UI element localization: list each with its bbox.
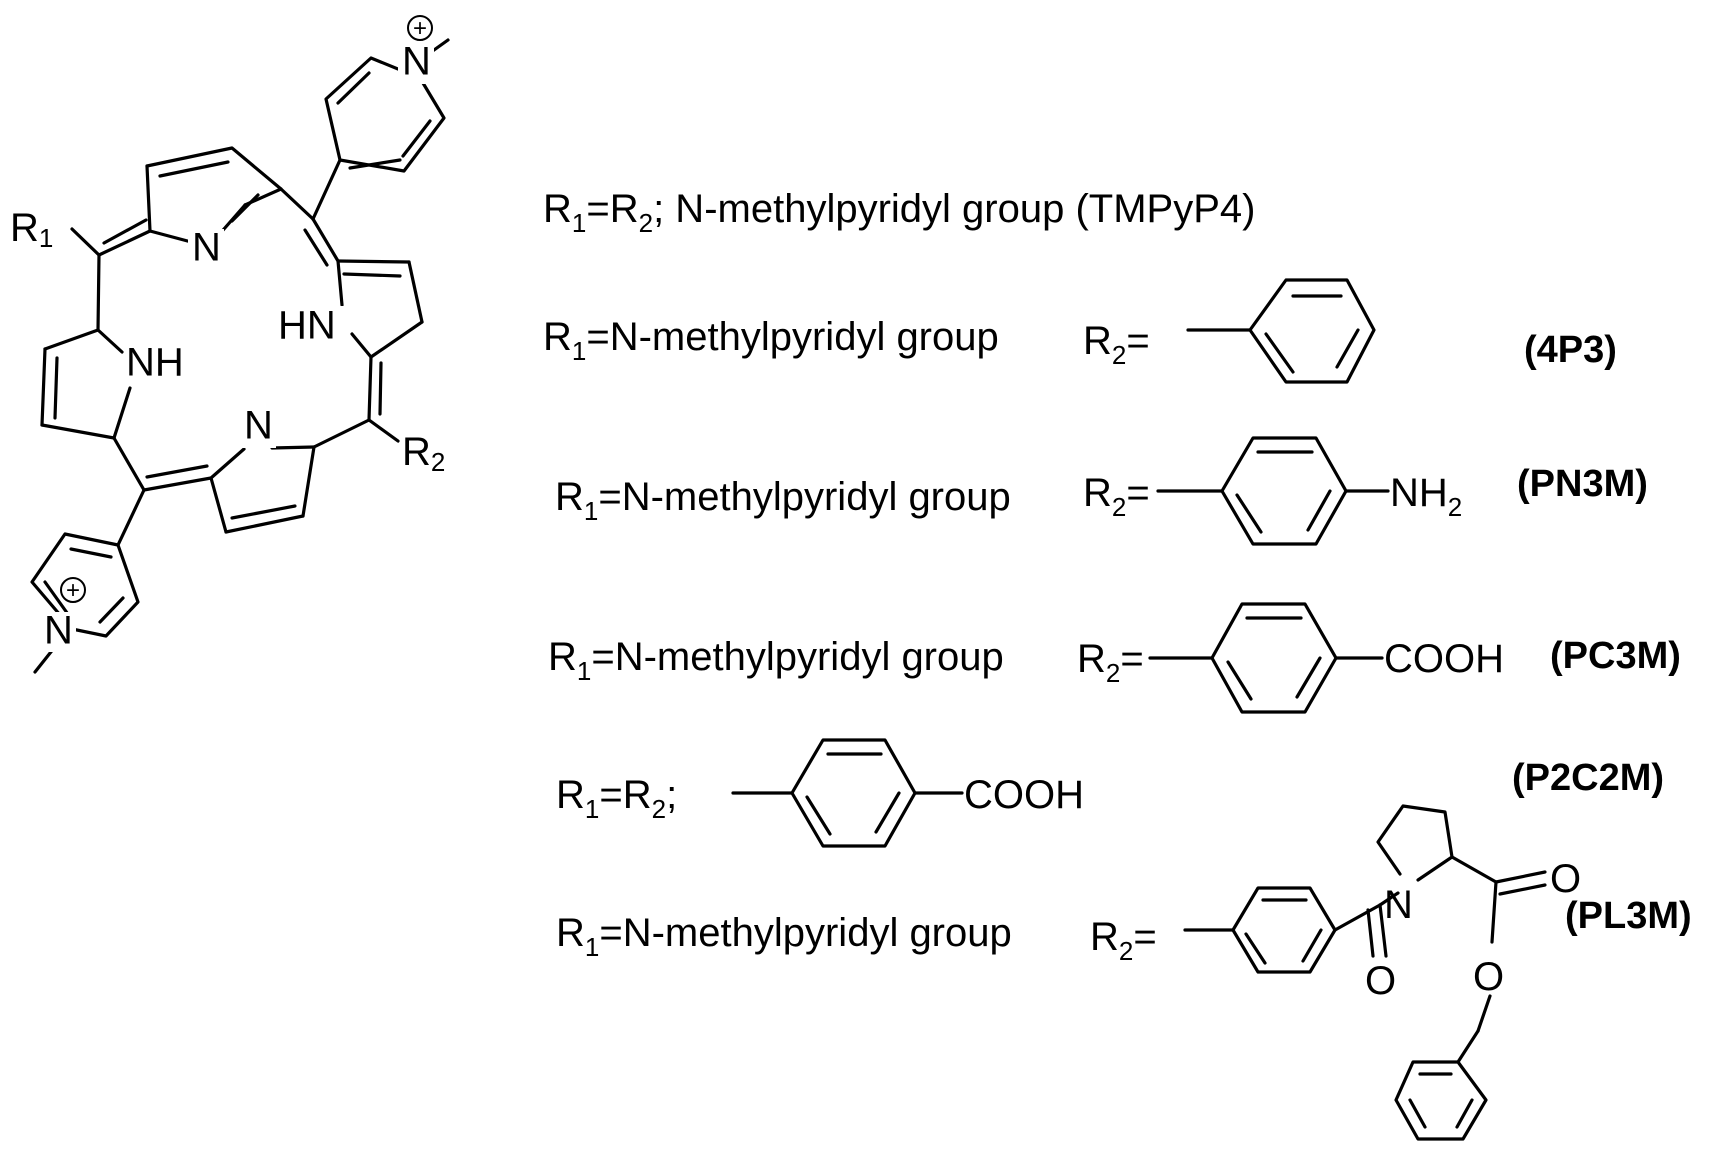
ester-o-ether: O	[1473, 955, 1504, 999]
charge-top: +	[413, 15, 427, 42]
code-pn3m: (PN3M)	[1517, 463, 1648, 505]
row-tmpyp4: R1=R2; N-methylpyridyl group (TMPyP4)	[543, 187, 1255, 238]
row-pl3m: R1=N-methylpyridyl group R2= O N O O	[556, 804, 1692, 1141]
phenyl-ring-row6	[1231, 886, 1337, 974]
phenyl-ring-row2	[1248, 278, 1376, 384]
nh2-group: NH2	[1390, 471, 1462, 522]
pyrrole-top	[145, 146, 283, 245]
atom-nh-left: NH	[126, 341, 184, 385]
ester-o-carbonyl: O	[1550, 857, 1581, 901]
pyrrole-bottom	[209, 445, 316, 534]
atom-n-pyridinium-bottom: N	[44, 609, 73, 653]
phenyl-ring-row5	[790, 738, 917, 848]
row6-r2-text: R2=	[1090, 915, 1157, 966]
atom-n-top: N	[192, 226, 221, 270]
code-pl3m: (PL3M)	[1565, 895, 1692, 937]
pyrrole-right	[336, 259, 424, 359]
row-p2c2m: R1=R2; COOH (P2C2M)	[556, 738, 1664, 848]
row6-r1-text: R1=N-methylpyridyl group	[556, 911, 1012, 962]
r1-label: R1	[10, 206, 53, 253]
row3-r1-text: R1=N-methylpyridyl group	[555, 475, 1011, 526]
charge-bottom: +	[66, 577, 80, 604]
cooh-group-row4: COOH	[1384, 637, 1504, 681]
row3-r2-text: R2=	[1083, 471, 1150, 522]
benzyl-ring-row6	[1394, 1060, 1488, 1141]
phenyl-ring-row3	[1220, 436, 1348, 546]
atom-hn-right: HN	[278, 304, 336, 348]
row2-r1-text: R1=N-methylpyridyl group	[543, 315, 999, 366]
row5-text: R1=R2;	[556, 773, 677, 824]
row-pn3m: R1=N-methylpyridyl group R2= NH2 (PN3M)	[555, 436, 1648, 546]
carbonyl-o-amide: O	[1365, 959, 1396, 1003]
row4-r1-text: R1=N-methylpyridyl group	[548, 635, 1004, 686]
atom-n-bottom: N	[244, 404, 273, 448]
row4-r2-text: R2=	[1077, 637, 1144, 688]
cooh-group-row5: COOH	[964, 773, 1084, 817]
proline-n: N	[1384, 883, 1413, 927]
phenyl-ring-row4	[1210, 602, 1338, 714]
row-4p3: R1=N-methylpyridyl group R2= (4P3)	[543, 278, 1617, 384]
atom-n-pyridinium-top: N	[402, 40, 431, 84]
pyridinium-top	[324, 38, 450, 173]
code-pc3m: (PC3M)	[1550, 635, 1681, 677]
pyrrole-left	[40, 253, 132, 440]
code-4p3: (4P3)	[1524, 329, 1617, 371]
code-p2c2m: (P2C2M)	[1512, 757, 1664, 799]
row1-text: R1=R2; N-methylpyridyl group (TMPyP4)	[543, 187, 1255, 238]
row2-r2-text: R2=	[1083, 319, 1150, 370]
r2-label: R2	[402, 430, 445, 477]
row-pc3m: R1=N-methylpyridyl group R2= COOH (PC3M)	[548, 602, 1681, 714]
porphyrin-structure: N NH HN N N + N + R1 R2	[10, 15, 450, 674]
